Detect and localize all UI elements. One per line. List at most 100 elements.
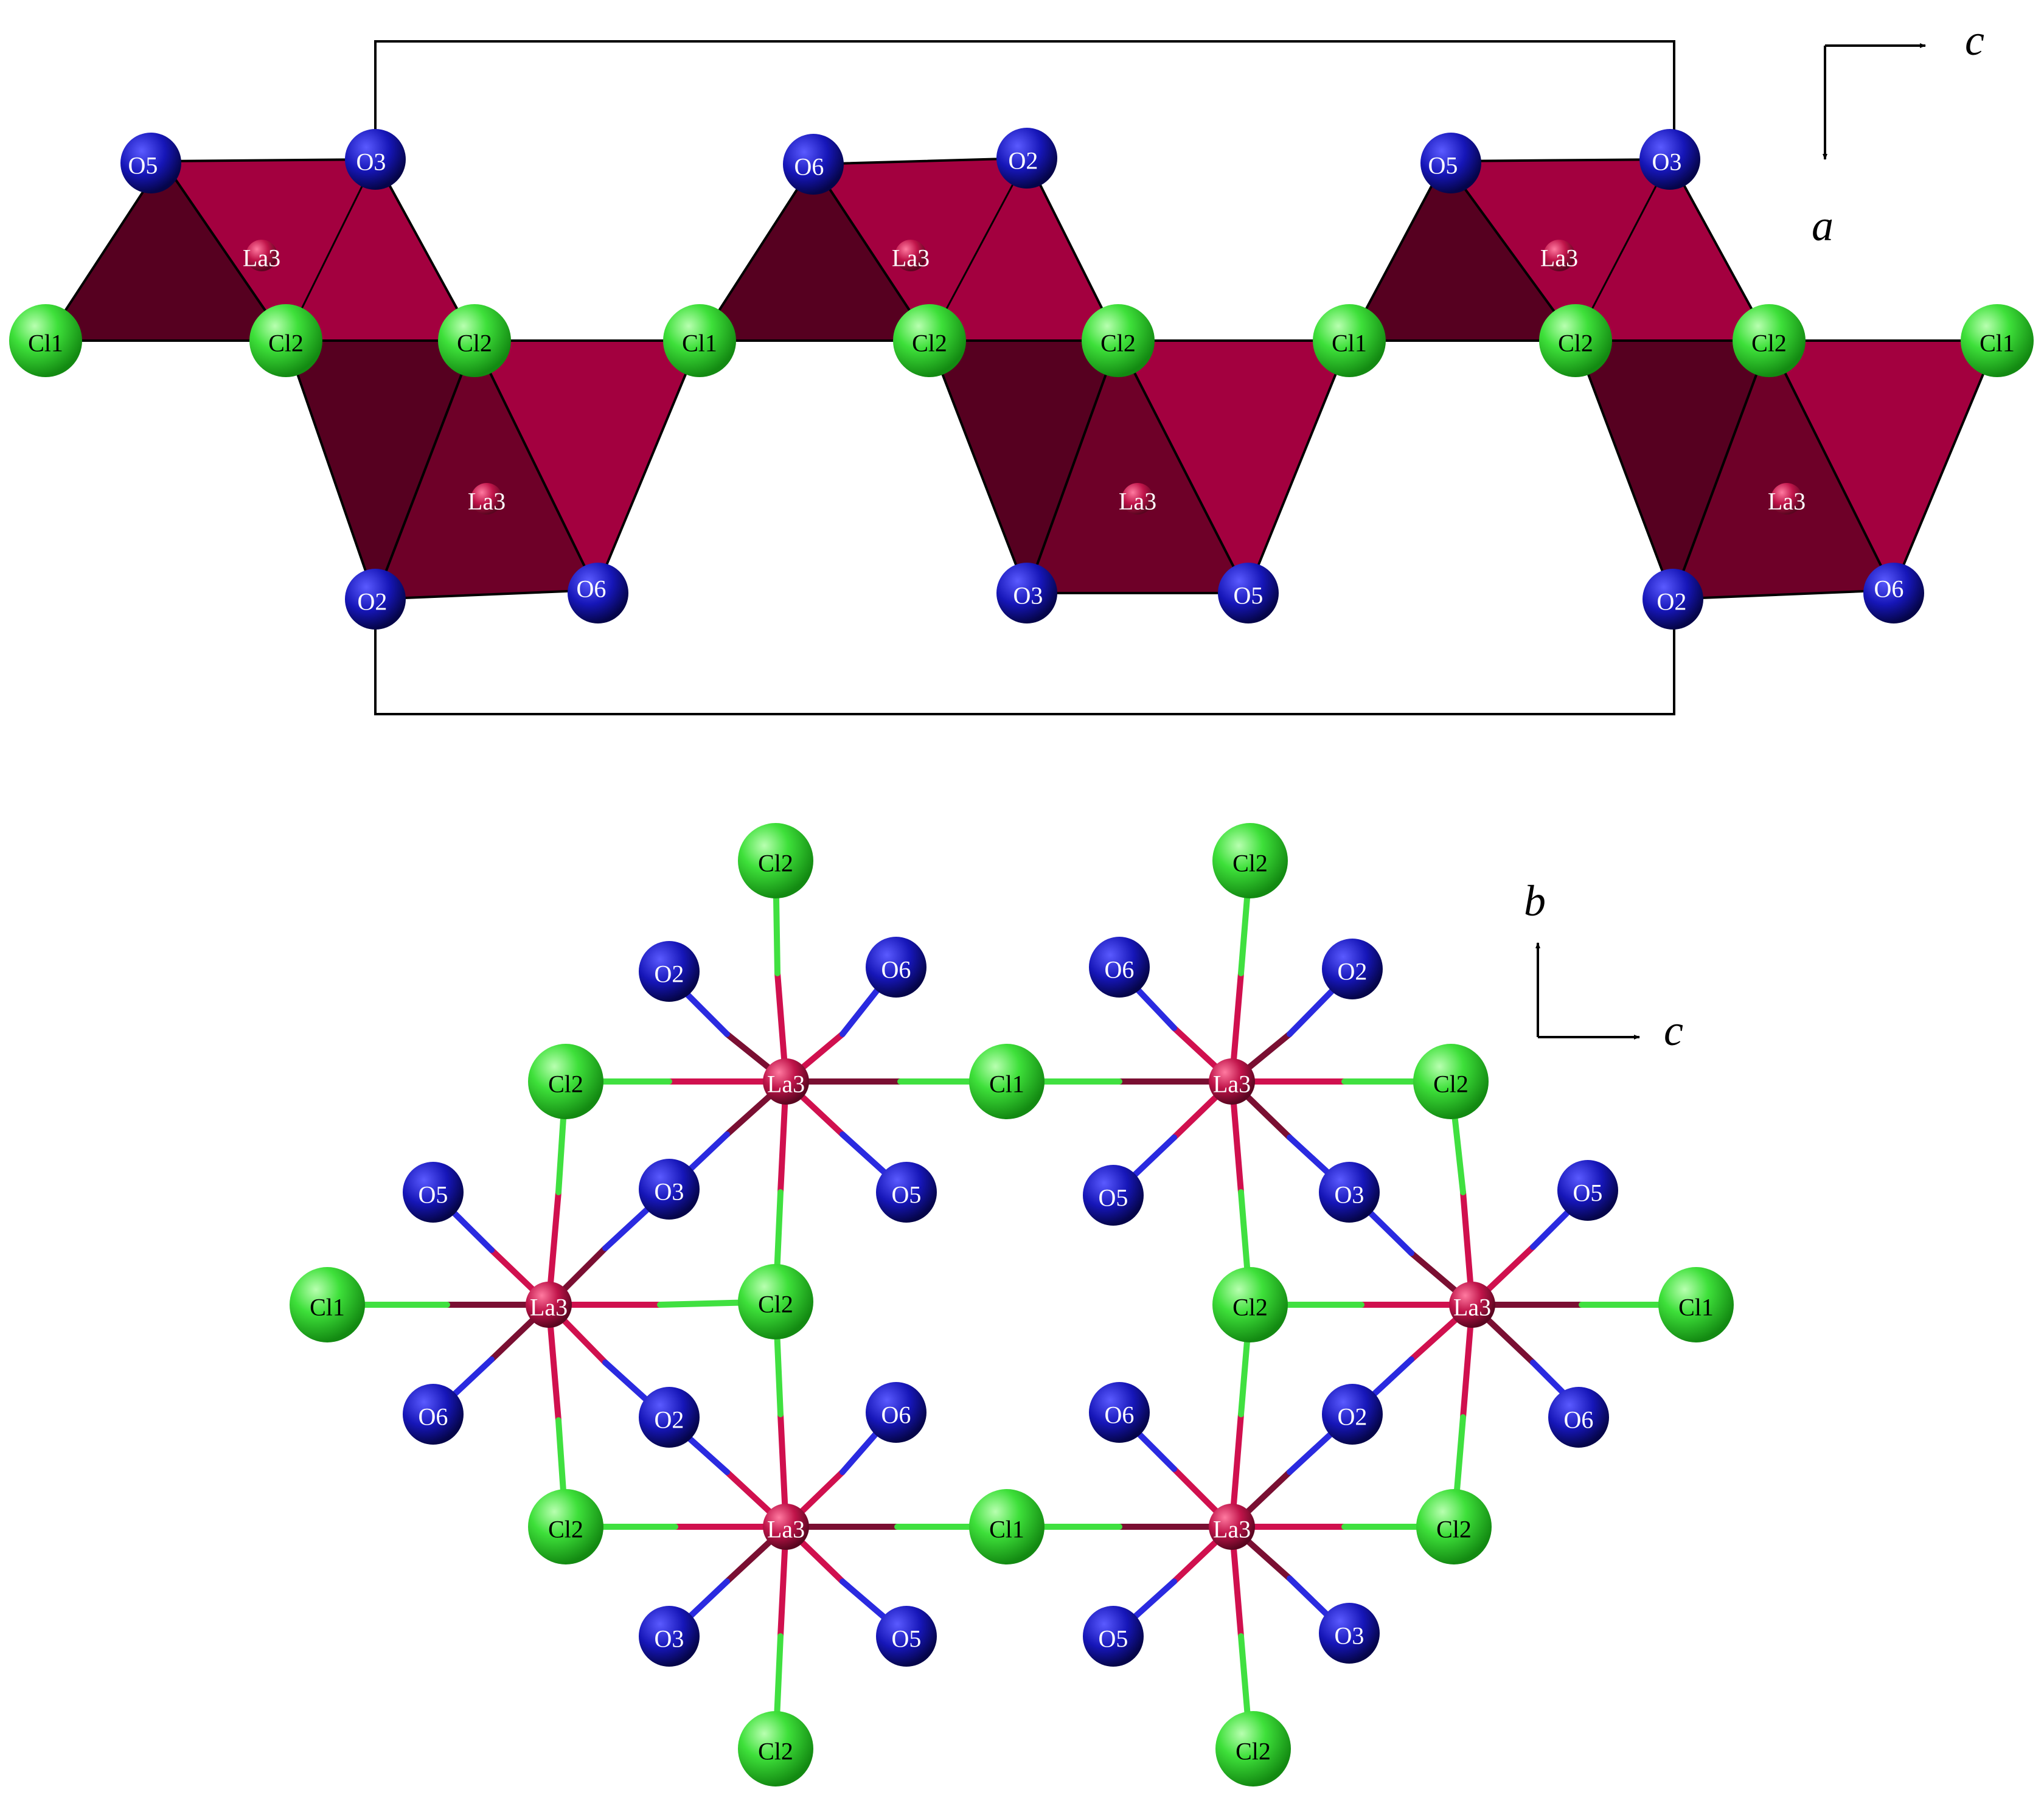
atom-label: Cl2 <box>268 330 304 357</box>
atom-label: Cl2 <box>758 850 793 877</box>
atom-label: O6 <box>1874 575 1904 603</box>
atom-label: O6 <box>1564 1406 1594 1434</box>
cl-atom <box>969 1489 1045 1564</box>
o-atom <box>1863 563 1924 623</box>
atom-label: Cl1 <box>1980 330 2015 357</box>
atom-label: Cl2 <box>1236 1738 1271 1765</box>
la-atom <box>246 240 277 271</box>
atom-label: La3 <box>1213 1516 1251 1543</box>
cl-atom <box>1212 823 1288 898</box>
la-atom <box>1449 1282 1495 1328</box>
atom-label: O2 <box>1009 147 1038 175</box>
atom-label: La3 <box>892 245 930 272</box>
atom-label: Cl2 <box>758 1291 793 1318</box>
o-atom <box>1089 937 1150 998</box>
atom-label: O5 <box>1234 582 1264 609</box>
atom-label: O6 <box>1105 956 1135 984</box>
o-atom <box>996 563 1057 623</box>
bottom-panel: Cl2 Cl2 O2 O6 O6 O2 Cl2 La3 Cl1 La3 Cl2 <box>290 823 1734 1786</box>
atom-label: Cl2 <box>548 1071 583 1098</box>
atom-label: La3 <box>767 1516 805 1543</box>
o-atom <box>1083 1606 1144 1667</box>
cl-atom <box>738 1711 813 1786</box>
atom-label: O2 <box>655 960 684 988</box>
atom-label: O6 <box>577 575 607 603</box>
cl-atom <box>1733 304 1806 377</box>
atom-label: Cl1 <box>310 1294 345 1321</box>
cl-atom <box>738 823 813 898</box>
o-atom <box>1319 1162 1380 1223</box>
a-axis-label: a <box>1812 201 1834 250</box>
la-atom <box>763 1058 809 1105</box>
atom-label: O6 <box>1105 1401 1135 1429</box>
la-atom <box>1122 483 1153 515</box>
atom-label: Cl2 <box>1232 1294 1268 1321</box>
atom-label: La3 <box>1119 488 1156 515</box>
la-atom <box>1209 1058 1255 1105</box>
atom-label: O3 <box>655 1178 684 1206</box>
cl-atom <box>1961 304 2034 377</box>
la-atom <box>471 483 502 515</box>
chlorine-atoms-middle-row: Cl1 Cl2 Cl2 Cl1 Cl2 Cl2 Cl1 Cl2 Cl2 Cl1 <box>9 304 2034 377</box>
la-atom <box>1543 240 1575 271</box>
o-atom <box>1420 133 1481 193</box>
atom-label: O6 <box>881 956 911 984</box>
atom-label: O3 <box>1335 1622 1364 1650</box>
cl-atom <box>1212 1267 1288 1342</box>
o-atom <box>639 1387 700 1448</box>
axis-indicator-bottom: c b <box>1524 877 1683 1055</box>
o-atom <box>1089 1382 1150 1443</box>
oxygen-atoms-top-row: O5 O3 O6 O2 O5 O3 <box>120 128 1700 195</box>
atom-label: La3 <box>1768 488 1806 515</box>
o-atom <box>345 569 406 630</box>
o-atom <box>866 937 926 998</box>
cl-atom <box>893 304 966 377</box>
o-atom <box>1557 1160 1618 1221</box>
cl-atom <box>528 1489 603 1564</box>
la-atom <box>763 1504 809 1550</box>
atom-label: Cl2 <box>912 330 947 357</box>
atom-label: O5 <box>1428 152 1458 179</box>
la-atom <box>526 1282 572 1328</box>
cl-atom <box>528 1044 603 1119</box>
cl-atom <box>1313 304 1386 377</box>
atom-label: O2 <box>655 1406 684 1434</box>
o-atom <box>1548 1387 1609 1448</box>
atom-label: O5 <box>892 1625 922 1653</box>
cl-atom <box>738 1264 813 1339</box>
atom-label: O3 <box>1335 1181 1364 1209</box>
atom-label: O2 <box>1338 958 1368 985</box>
cl-atom <box>1413 1044 1489 1119</box>
o-atom <box>1322 939 1383 999</box>
atom-label: La3 <box>767 1071 805 1098</box>
c-axis-label: c <box>1965 16 1984 64</box>
cl-atom <box>969 1044 1045 1119</box>
o-atom <box>120 133 181 193</box>
atom-label: Cl1 <box>989 1071 1024 1098</box>
polyhedron-face <box>1768 339 1998 591</box>
cl-atom <box>663 304 736 377</box>
atom-label: Cl2 <box>1100 330 1136 357</box>
atom-label: Cl2 <box>1232 850 1268 877</box>
o-atom <box>1083 1165 1144 1226</box>
atom-label: Cl1 <box>1332 330 1367 357</box>
atom-label: La3 <box>1540 245 1578 272</box>
oxygen-atoms-bottom-row: O2 O6 O3 O5 O2 O6 <box>345 563 1924 630</box>
b-axis-label: b <box>1524 877 1546 925</box>
o-atom <box>996 128 1057 189</box>
atom-label: Cl2 <box>1433 1071 1469 1098</box>
atom-label: O6 <box>794 153 824 181</box>
atom-label: Cl2 <box>758 1738 793 1765</box>
polyhedron-face <box>473 339 701 591</box>
cl-atom <box>9 304 82 377</box>
atom-label: O5 <box>1573 1179 1603 1207</box>
c-axis-label: c <box>1664 1006 1683 1055</box>
atom-label: O2 <box>1338 1403 1368 1431</box>
o-atom <box>403 1162 464 1223</box>
o-atom <box>345 129 406 190</box>
atom-label: Cl1 <box>682 330 717 357</box>
atom-label: Cl2 <box>1558 330 1593 357</box>
cl-atom <box>438 304 511 377</box>
atom-label: Cl2 <box>1436 1516 1472 1543</box>
